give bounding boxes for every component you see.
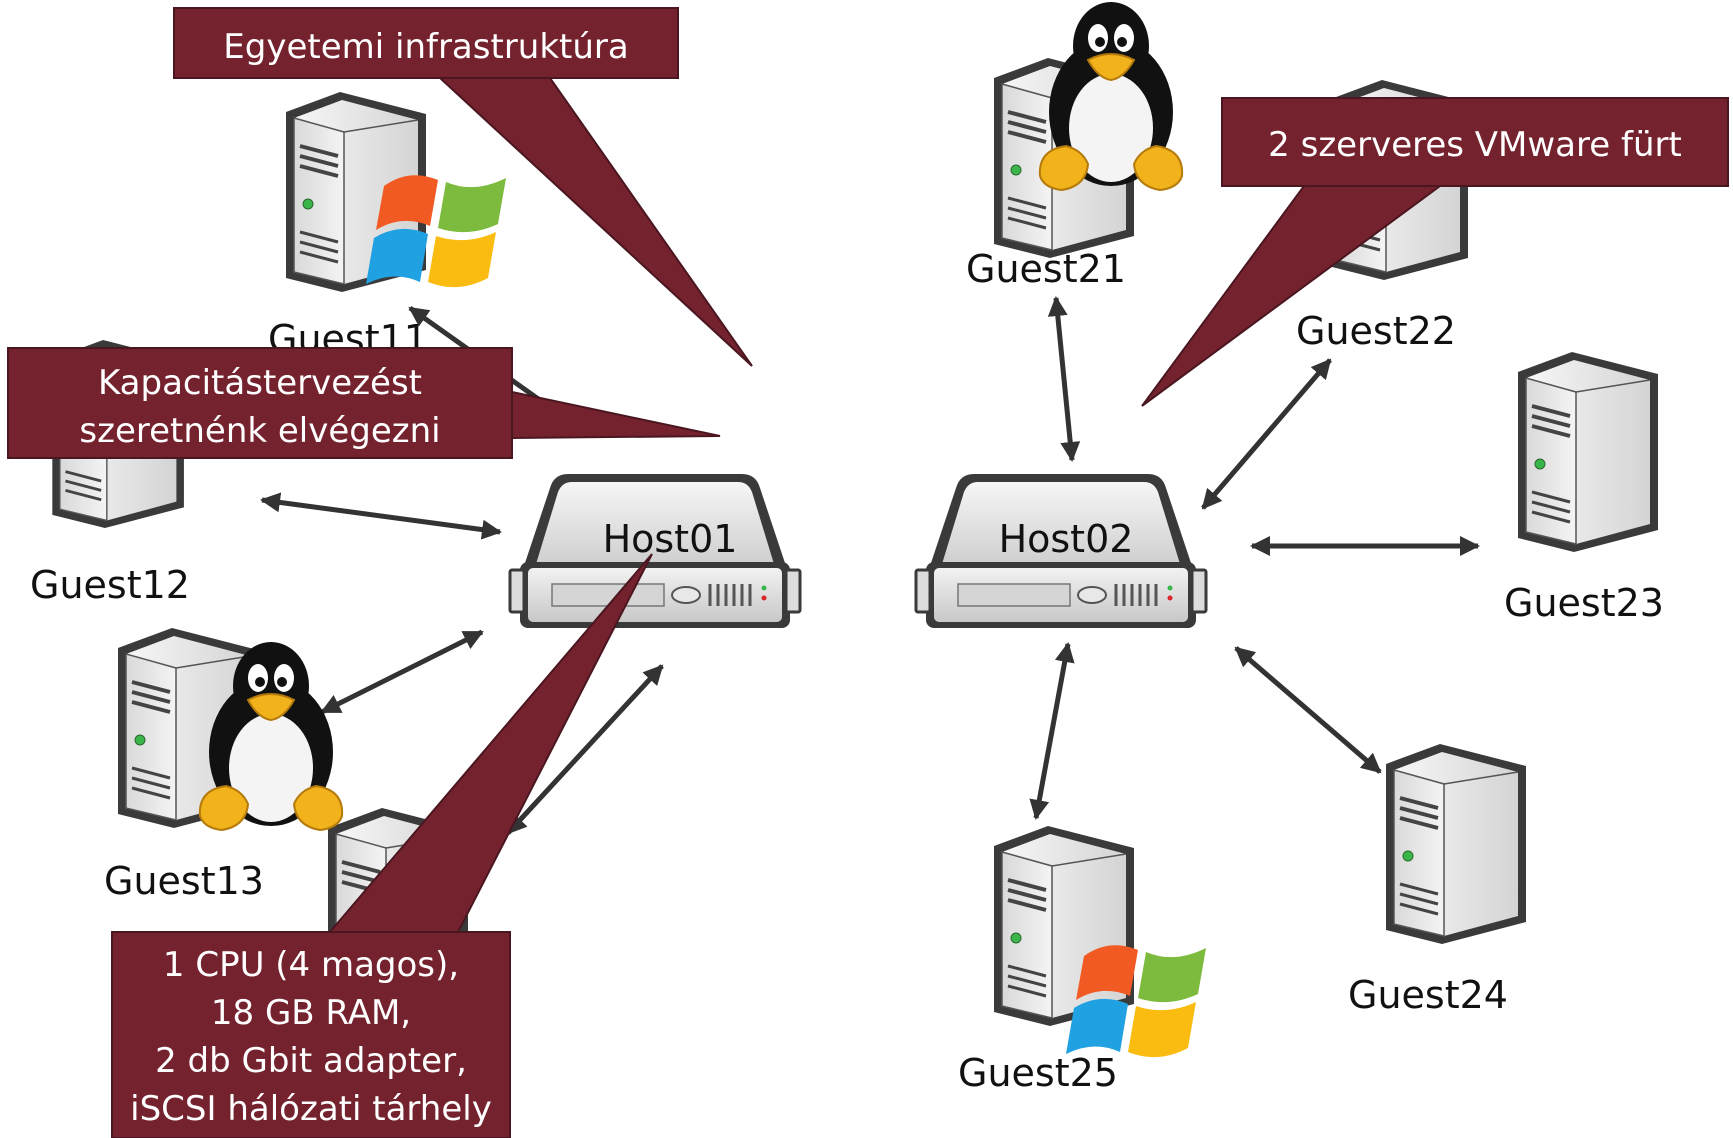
guest-server-guest24 — [1384, 742, 1528, 946]
guest-label-guest22: Guest22 — [1296, 309, 1456, 353]
tower-server-icon — [1384, 742, 1528, 946]
arrow-host01-guest12 — [260, 492, 502, 540]
callout-specs-line4: iSCSI hálózati tárhely — [130, 1089, 492, 1129]
arrow-host02-guest22 — [1201, 358, 1332, 510]
host-label-host02: Host02 — [999, 517, 1134, 561]
guest-server-guest25 — [992, 824, 1136, 1028]
callout-specs-line2: 18 GB RAM, — [211, 993, 411, 1033]
tower-server-icon — [1516, 350, 1660, 554]
tower-server-icon — [992, 824, 1136, 1028]
arrow-host01-guest13 — [320, 629, 484, 715]
arrow-host02-guest21 — [1047, 296, 1081, 462]
guest-label-guest23: Guest23 — [1504, 581, 1664, 625]
callout-infra-text: Egyetemi infrastruktúra — [223, 27, 628, 67]
guest-label-guest12: Guest12 — [30, 563, 190, 607]
guest-label-guest21: Guest21 — [966, 247, 1126, 291]
guest-label-guest24: Guest24 — [1348, 973, 1508, 1017]
callout-cluster: 2 szerveres VMware fürt — [1141, 97, 1729, 407]
arrow-host01-guest14 — [506, 664, 664, 835]
callout-capacity-line2: szeretnénk elvégezni — [79, 411, 440, 451]
arrow-host02-guest24 — [1234, 646, 1382, 774]
callout-cluster-text: 2 szerveres VMware fürt — [1268, 125, 1682, 165]
arrow-host02-guest25 — [1029, 642, 1075, 820]
callout-capacity: Kapacitástervezést szeretnénk elvégezni — [7, 347, 721, 459]
guest-label-guest25: Guest25 — [958, 1051, 1118, 1095]
callout-specs-line3: 2 db Gbit adapter, — [155, 1041, 467, 1081]
callout-infra: Egyetemi infrastruktúra — [173, 7, 753, 367]
callout-capacity-line1: Kapacitástervezést — [98, 363, 422, 403]
guest-server-guest23 — [1516, 350, 1660, 554]
guest-label-guest13: Guest13 — [104, 859, 264, 903]
tux-linux-icon — [1038, 1, 1184, 191]
host-label-host01: Host01 — [603, 517, 738, 561]
callout-specs: 1 CPU (4 magos), 18 GB RAM, 2 db Gbit ad… — [111, 553, 653, 1138]
callout-specs-line1: 1 CPU (4 magos), — [163, 945, 459, 985]
